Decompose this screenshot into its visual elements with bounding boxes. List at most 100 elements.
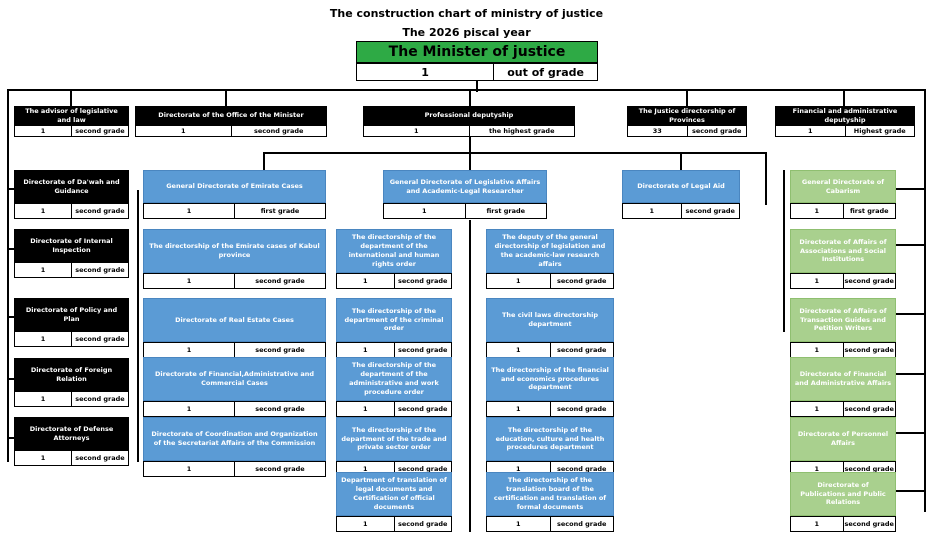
position-grade: the highest grade xyxy=(489,127,555,135)
connector-line xyxy=(7,248,16,250)
position-count: 1 xyxy=(15,263,72,277)
directorate-of-personnel-affairs-box: Directorate of Personnel Affairs xyxy=(790,417,896,461)
position-grade: first grade xyxy=(260,207,300,215)
position-grade: second grade xyxy=(398,405,448,413)
connector-line xyxy=(7,378,16,380)
position-count: 1 xyxy=(487,402,551,416)
connector-line xyxy=(70,89,72,108)
general-directorate-of-emirate-cases-box: General Directorate of Emirate Cases xyxy=(143,170,326,203)
position-grade: second grade xyxy=(75,207,125,215)
the-directorship-of-the-financial-and-ec-box: The directorship of the financial and ec… xyxy=(486,357,614,401)
connector-line xyxy=(469,152,471,172)
minister-count: 1 xyxy=(357,64,495,80)
position-grade: second grade xyxy=(844,277,894,285)
position-count: 1 xyxy=(623,204,682,218)
minister-info-row: 1 out of grade xyxy=(356,63,598,81)
connector-line xyxy=(469,220,471,532)
directorate-of-publications-and-public-r-box: Directorate of Publications and Public R… xyxy=(790,472,896,516)
position-grade: second grade xyxy=(692,127,742,135)
connector-line xyxy=(263,152,767,154)
position-grade: second grade xyxy=(557,346,607,354)
position-grade: second grade xyxy=(75,335,125,343)
position-grade: second grade xyxy=(75,266,125,274)
position-count: 1 xyxy=(487,462,551,476)
the-directorship-of-the-department-of-th-box: The directorship of the department of th… xyxy=(336,229,452,273)
connector-line xyxy=(896,188,926,190)
position-count: 1 xyxy=(144,402,235,416)
position-count: 1 xyxy=(15,451,72,465)
position-grade: second grade xyxy=(255,346,305,354)
position-grade: second grade xyxy=(75,127,125,135)
connector-line xyxy=(476,81,478,92)
the-directorship-of-the-emirate-cases-of-box: The directorship of the Emirate cases of… xyxy=(143,229,326,273)
position-grade: second grade xyxy=(844,465,894,473)
connector-line xyxy=(896,373,926,375)
the-civil-laws-directorship-department-box: The civil laws directorship department xyxy=(486,298,614,342)
directorate-of-foreign-relation-box: Directorate of Foreign Relation xyxy=(14,358,129,391)
directorate-of-affairs-of-transaction-gu-box: Directorate of Affairs of Transaction Gu… xyxy=(790,298,896,342)
directorate-of-internal-inspection-box: Directorate of Internal Inspection xyxy=(14,229,129,262)
directorate-of-defense-attorneys-box: Directorate of Defense Attorneys xyxy=(14,417,129,450)
position-count: 1 xyxy=(337,343,395,357)
connector-line xyxy=(469,137,471,154)
the-directorship-of-the-education-cultur-box: The directorship of the education, cultu… xyxy=(486,417,614,461)
the-justice-directorship-of-provinces-info-row: 33 second grade xyxy=(627,125,747,137)
position-grade: second grade xyxy=(557,520,607,528)
position-count: 1 xyxy=(791,274,844,288)
connector-line xyxy=(7,188,16,190)
position-grade: second grade xyxy=(255,465,305,473)
connector-line xyxy=(225,89,227,108)
connector-line xyxy=(7,89,926,91)
position-count: 1 xyxy=(15,204,72,218)
position-grade: second grade xyxy=(75,395,125,403)
directorate-of-the-office-of-the-ministe-box: Directorate of the Office of the Ministe… xyxy=(135,106,327,125)
connector-line xyxy=(924,89,926,512)
connector-line xyxy=(896,244,926,246)
directorate-of-policy-and-plan-box: Directorate of Policy and Plan xyxy=(14,298,129,331)
minister-box: The Minister of justice xyxy=(356,41,598,63)
connector-line xyxy=(7,316,16,318)
position-count: 1 xyxy=(144,462,235,476)
financial-and-administrative-deputyship-box: Financial and administrative deputyship xyxy=(775,106,915,125)
position-count: 1 xyxy=(487,517,551,531)
position-grade: second grade xyxy=(254,127,304,135)
connector-line xyxy=(843,89,845,108)
directorate-of-coordination-and-organiza-box: Directorate of Coordination and Organiza… xyxy=(143,417,326,461)
position-grade: second grade xyxy=(844,346,894,354)
position-count: 1 xyxy=(337,402,395,416)
chart-subtitle: The 2026 piscal year xyxy=(402,26,531,39)
the-directorship-of-the-translation-boar-box: The directorship of the translation boar… xyxy=(486,472,614,516)
connector-line xyxy=(896,432,926,434)
position-grade: first grade xyxy=(849,207,889,215)
position-grade: second grade xyxy=(557,465,607,473)
the-directorship-of-the-department-of-th-box: The directorship of the department of th… xyxy=(336,298,452,342)
position-count: 1 xyxy=(136,126,232,136)
position-count: 1 xyxy=(364,126,470,136)
directorate-of-da-wah-and-guidance-box: Directorate of Da'wah and Guidance xyxy=(14,170,129,203)
minister-grade: out of grade xyxy=(507,65,584,79)
professional-deputyship-box: Professional deputyship xyxy=(363,106,575,125)
the-directorship-of-the-translation-boar-info-row: 1 second grade xyxy=(486,516,614,532)
position-count: 1 xyxy=(384,204,466,218)
position-count: 1 xyxy=(337,462,395,476)
position-count: 1 xyxy=(791,517,844,531)
the-directorship-of-the-department-of-th-box: The directorship of the department of th… xyxy=(336,417,452,461)
the-justice-directorship-of-provinces-box: The Justice directorship of Provinces xyxy=(627,106,747,125)
position-count: 1 xyxy=(144,343,235,357)
position-grade: second grade xyxy=(685,207,735,215)
position-grade: second grade xyxy=(398,277,448,285)
chart-title: The construction chart of ministry of ju… xyxy=(329,7,604,20)
directorate-of-the-office-of-the-ministe-info-row: 1 second grade xyxy=(135,125,327,137)
position-count: 1 xyxy=(791,402,844,416)
position-count: 33 xyxy=(628,126,688,136)
